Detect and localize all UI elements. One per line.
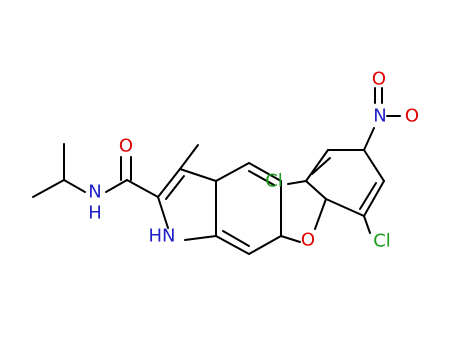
bond-c6-c7	[248, 235, 282, 255]
bond-c1-c2	[305, 180, 327, 200]
bond-carbonyl-to-c2	[126, 179, 159, 198]
bond-isopropyl-methyl-left	[32, 179, 65, 198]
bond-c7a-n1	[184, 235, 217, 241]
bond-c6-cl	[363, 215, 371, 234]
bond-c3a-c4	[215, 162, 250, 182]
bond-o-aryl	[314, 198, 327, 230]
atom-oxygen-nitro-top: O	[372, 69, 386, 90]
atom-chlorine-bottom: Cl	[373, 231, 391, 252]
bond-n1-c2	[157, 196, 169, 229]
bond-c5-c6-inner	[359, 182, 377, 210]
bond-c6-o	[280, 235, 301, 243]
atom-nitrogen-nitro: N	[373, 106, 386, 127]
atom-hydrogen-amide: H	[88, 203, 102, 224]
atom-chlorine-top: Cl	[265, 171, 283, 192]
bond-c3-methyl	[179, 144, 199, 170]
bond-c4-c5	[363, 149, 385, 182]
atom-oxygen-ether: O	[301, 230, 315, 251]
bond-c2-cl	[287, 180, 307, 185]
bond-c6-c1	[325, 198, 365, 217]
bond-c7-c7a-inner	[222, 230, 250, 247]
atom-oxygen-nitro-right: O	[405, 106, 419, 127]
bond-c4-c5-inner	[248, 170, 275, 186]
atom-nitrogen-amide: N	[88, 182, 101, 203]
atom-nh-indole: HN	[149, 226, 176, 247]
atom-oxygen-carbonyl: O	[119, 136, 133, 157]
bond-c3-c3a	[179, 168, 217, 182]
bond-c2-c3	[157, 168, 181, 198]
bond-isopropyl-to-n	[63, 179, 86, 193]
bond-c2-c3-inner	[311, 157, 331, 175]
bond-n-to-carbonyl	[105, 179, 128, 193]
bond-c2-c3-inner	[165, 175, 185, 200]
bond-c4-c5	[248, 162, 282, 182]
bond-c4-n	[363, 127, 375, 151]
bond-c2-c3	[305, 149, 329, 182]
bond-c7-c7a	[215, 235, 250, 255]
bond-c5-c6	[363, 180, 385, 217]
